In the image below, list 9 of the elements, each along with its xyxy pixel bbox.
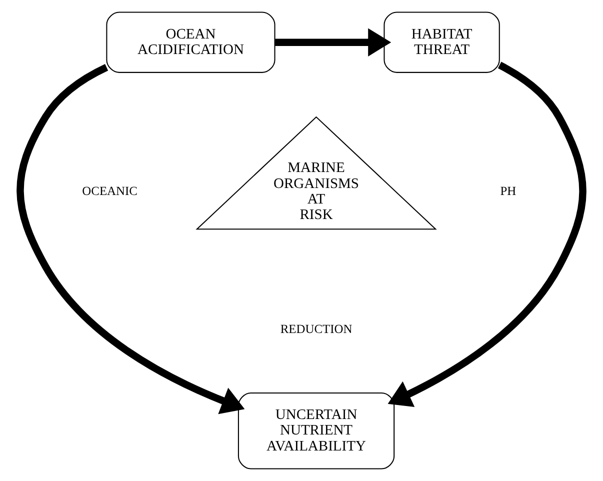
- arrow: [275, 28, 392, 56]
- node-box: UNCERTAIN NUTRIENT AVAILABILITY: [238, 392, 395, 470]
- label: REDUCTION: [280, 322, 352, 336]
- arrow: [16, 64, 245, 414]
- label: OCEANIC: [82, 184, 138, 198]
- node-box: HABITAT THREAT: [384, 12, 500, 73]
- label: PH: [500, 184, 516, 198]
- node-box: OCEAN ACIDIFICATION: [106, 12, 276, 73]
- arrow: [388, 62, 586, 408]
